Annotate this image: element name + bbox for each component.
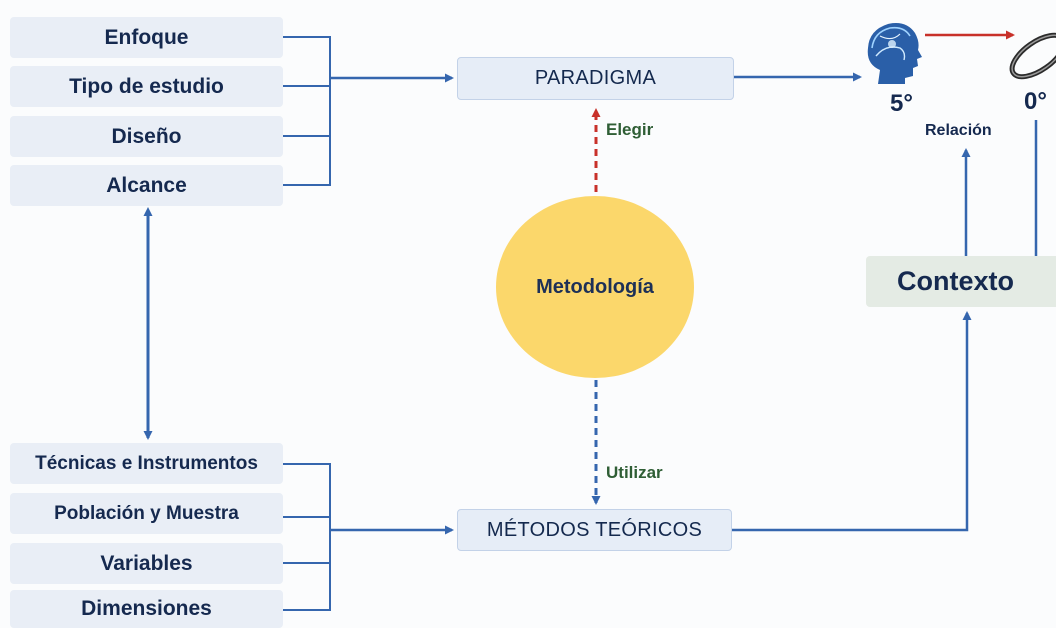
bottom-bracket [283,463,331,611]
relacion-label: Relación [925,122,992,139]
contexto-label: Contexto [897,266,1014,296]
ring-icon [1009,32,1056,80]
box-dimensiones: Dimensiones [10,590,283,628]
contexto-box: Contexto [866,256,1056,307]
top-bracket [283,36,331,186]
box-variables: Variables [10,543,283,584]
box-poblacion-y-muestra: Población y Muestra [10,493,283,534]
box-diseno: Diseño [10,116,283,157]
head-degree-label: 5° [890,90,913,117]
box-tipo-de-estudio: Tipo de estudio [10,66,283,107]
metodos-teoricos-box: MÉTODOS TEÓRICOS [457,509,732,551]
paradigma-box: PARADIGMA [457,57,734,100]
ring-degree-label: 0° [1024,88,1047,115]
utilizar-label: Utilizar [606,463,663,482]
box-alcance: Alcance [10,165,283,206]
elegir-label: Elegir [606,120,654,139]
box-tecnicas-e-instrumentos: Técnicas e Instrumentos [10,443,283,484]
metodologia-label: Metodología [536,275,654,298]
blue-brain-head-icon [867,23,922,84]
metodologia-circle: Metodología [496,196,694,378]
box-enfoque: Enfoque [10,17,283,58]
metodos-to-contexto-arrow [732,311,972,532]
